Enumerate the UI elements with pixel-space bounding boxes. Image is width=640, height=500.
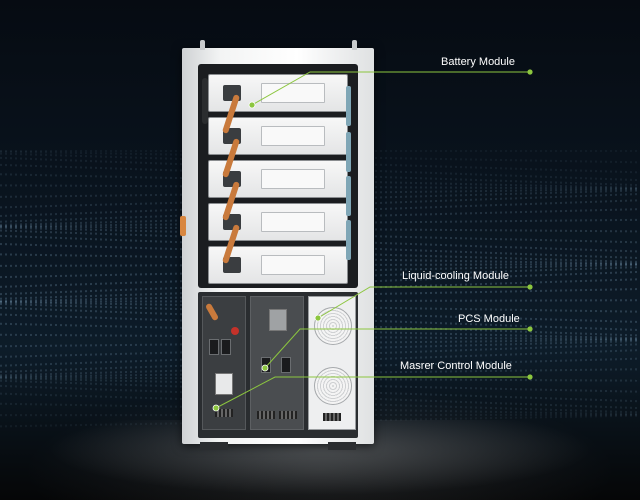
callout-label-pcs-module: PCS Module — [458, 313, 520, 325]
cabinet-foot-left — [200, 442, 228, 450]
lifting-hook-right — [352, 40, 357, 50]
callout-end-dot-icon — [527, 326, 533, 332]
circuit-breaker — [209, 339, 219, 355]
coolant-pipe — [346, 86, 351, 126]
callout-leader-line — [317, 286, 530, 319]
lifting-hook-left — [200, 40, 205, 50]
pack-label-plate — [261, 212, 325, 232]
main-cable — [202, 78, 208, 124]
pcs-switch — [281, 357, 291, 373]
cabinet-foot-right — [328, 442, 356, 450]
circuit-breaker — [221, 339, 231, 355]
pcs-terminal-strip — [279, 411, 297, 419]
meter-display — [215, 373, 233, 395]
equipment-bay — [198, 292, 358, 438]
door-handle — [180, 216, 186, 236]
master-control-panel — [202, 296, 246, 430]
coolant-pipe — [346, 176, 351, 216]
callout-label-master-control-module: Masrer Control Module — [400, 360, 512, 372]
cooling-fan-icon — [314, 367, 352, 405]
pcs-panel — [250, 296, 304, 430]
pack-label-plate — [261, 126, 325, 146]
callout-end-dot-icon — [527, 69, 533, 75]
terminal-block — [215, 409, 233, 417]
battery-bay — [198, 64, 358, 288]
coolant-ports — [323, 413, 341, 421]
pcs-display — [269, 309, 287, 331]
callout-end-dot-icon — [527, 284, 533, 290]
callout-label-liquid-cooling-module: Liquid-cooling Module — [402, 270, 510, 282]
pack-label-plate — [261, 169, 325, 189]
pack-label-plate — [261, 83, 325, 103]
coolant-pipe — [346, 132, 351, 172]
pcs-terminal-strip — [257, 411, 275, 419]
callout-anchor-dot-icon — [261, 364, 269, 372]
callout-anchor-dot-icon — [212, 404, 220, 412]
callout-leader-line — [251, 71, 530, 106]
pack-label-plate — [261, 255, 325, 275]
callout-leader-line — [215, 376, 530, 409]
callout-label-battery-module: Battery Module — [441, 56, 515, 68]
emergency-stop-knob — [231, 327, 239, 335]
coolant-pipe — [346, 220, 351, 260]
cooling-fan-icon — [314, 307, 352, 345]
callout-end-dot-icon — [527, 374, 533, 380]
callout-anchor-dot-icon — [314, 314, 322, 322]
callout-anchor-dot-icon — [248, 101, 256, 109]
energy-storage-cabinet — [180, 40, 374, 450]
callout-leader-line — [264, 328, 530, 369]
